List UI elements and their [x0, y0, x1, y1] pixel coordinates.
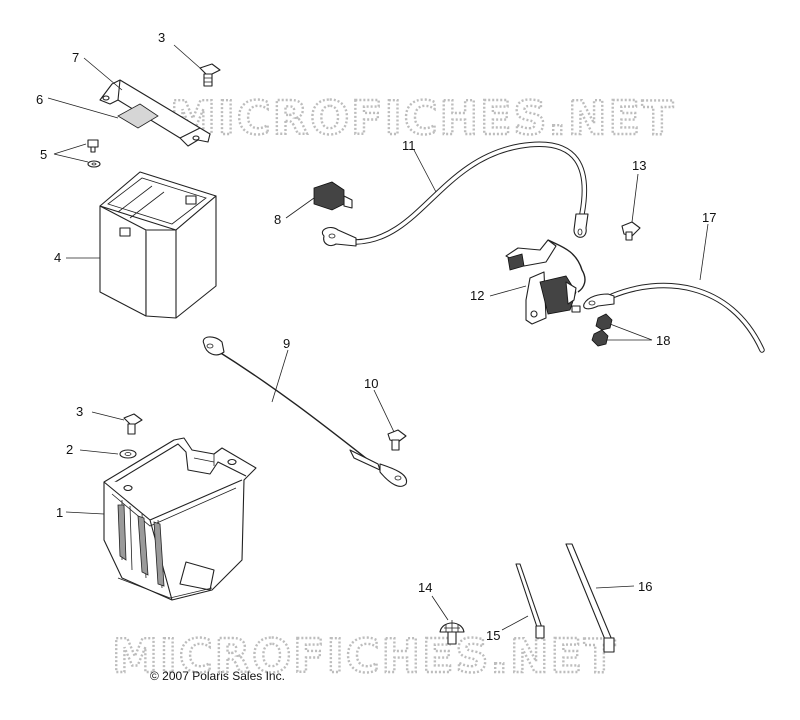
callout-8: 8 — [274, 212, 281, 227]
callout-1: 1 — [56, 505, 63, 520]
callout-13: 13 — [632, 158, 646, 173]
copyright-notice: © 2007 Polaris Sales Inc. — [150, 669, 285, 683]
bolt-top — [199, 63, 221, 87]
battery — [99, 171, 217, 319]
bolt-ground — [387, 429, 407, 451]
hex-nuts — [591, 313, 613, 347]
callout-6: 6 — [36, 92, 43, 107]
callout-4: 4 — [54, 250, 61, 265]
washer — [119, 449, 137, 459]
callout-18: 18 — [656, 333, 670, 348]
leader-lines — [47, 44, 709, 631]
callouts: 3 7 6 5 4 8 11 13 17 12 18 9 10 3 2 1 14… — [36, 30, 716, 643]
callout-14: 14 — [418, 580, 432, 595]
callout-9: 9 — [283, 336, 290, 351]
bolt-bottom — [123, 413, 143, 435]
callout-12: 12 — [470, 288, 484, 303]
cable-tie-large — [565, 543, 615, 653]
cable-tie-small — [515, 563, 545, 639]
terminal-boot — [313, 181, 353, 211]
watermark-top: MICROFICHES.NET — [170, 91, 675, 145]
wire-clip — [439, 620, 465, 645]
callout-11: 11 — [402, 138, 416, 153]
callout-10: 10 — [364, 376, 378, 391]
callout-3-bottom: 3 — [76, 404, 83, 419]
callout-7: 7 — [72, 50, 79, 65]
terminal-screw — [87, 139, 101, 168]
watermark-bottom: MICROFICHES.NET — [112, 629, 617, 683]
starter-cable — [583, 282, 765, 353]
callout-5: 5 — [40, 147, 47, 162]
positive-cable — [321, 141, 589, 247]
callout-17: 17 — [702, 210, 716, 225]
ground-cable — [202, 336, 408, 487]
starter-solenoid — [505, 239, 586, 325]
hold-down-bracket — [99, 79, 211, 147]
callout-3-top: 3 — [158, 30, 165, 45]
bolt-solenoid — [621, 221, 641, 241]
callout-16: 16 — [638, 579, 652, 594]
battery-pad — [117, 103, 159, 129]
callout-2: 2 — [66, 442, 73, 457]
battery-box — [103, 437, 257, 601]
callout-15: 15 — [486, 628, 500, 643]
